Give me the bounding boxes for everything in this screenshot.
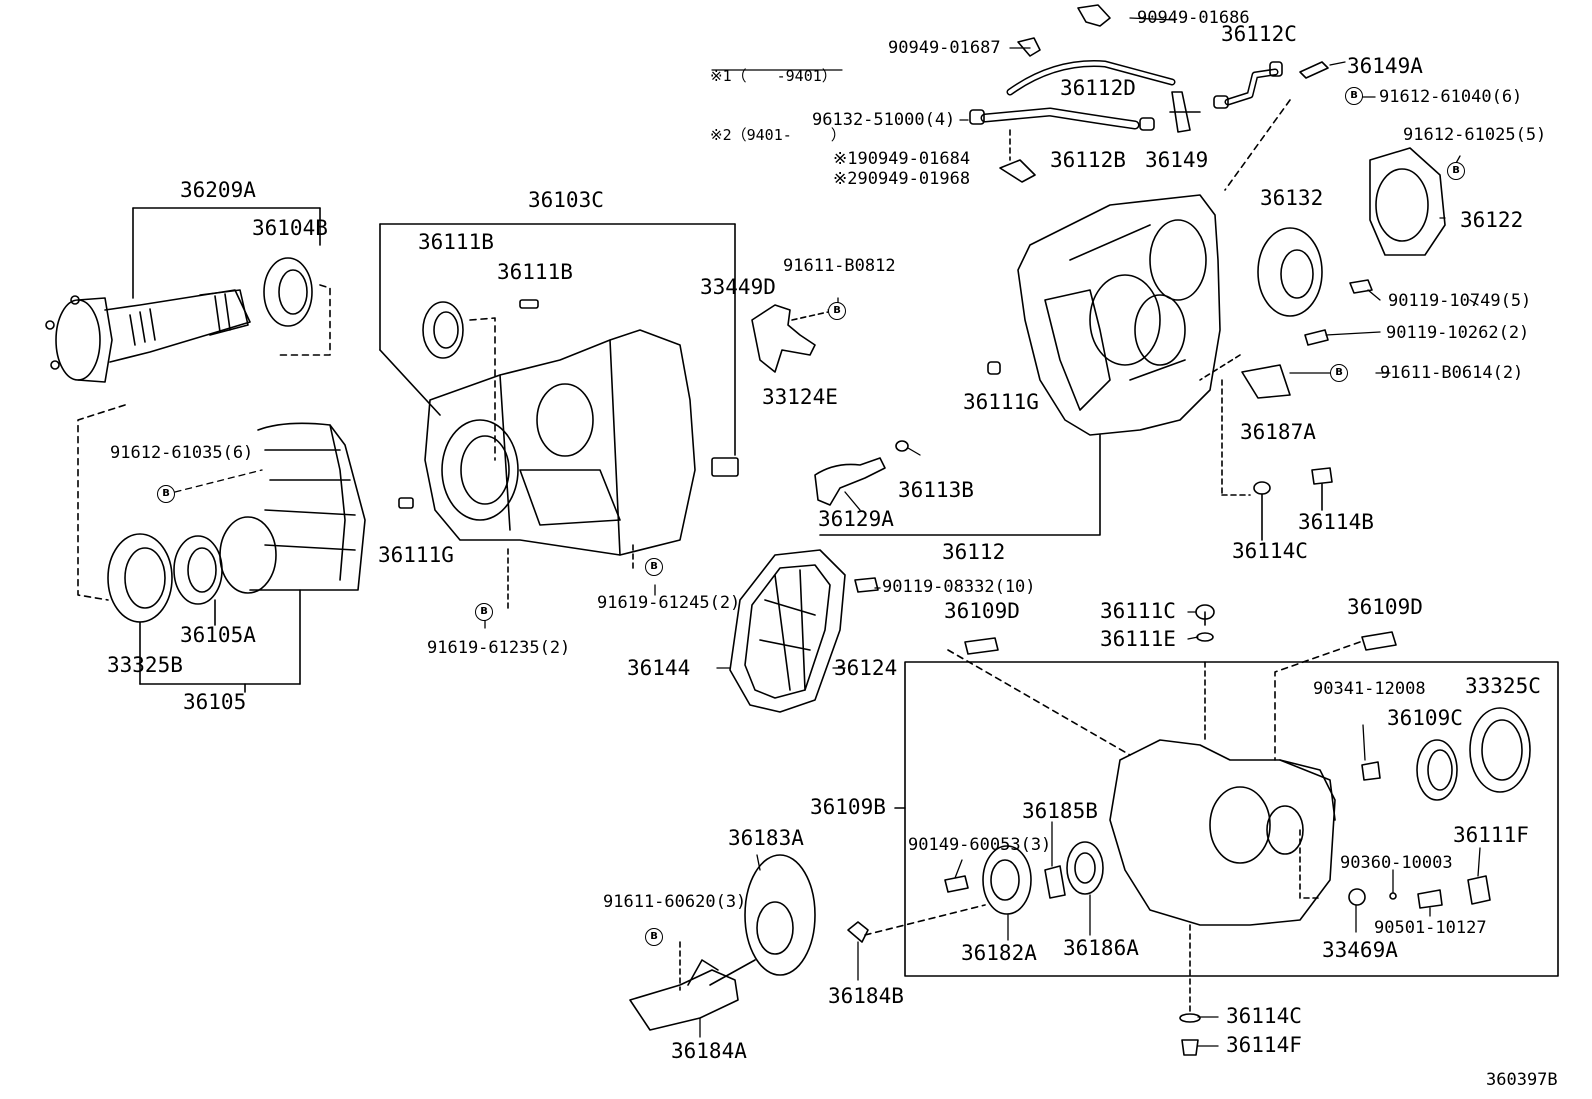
part-label[interactable]: 36184B	[828, 984, 904, 1008]
part-label[interactable]: 36187A	[1240, 420, 1316, 444]
part-label[interactable]: 90119-08332(10)	[882, 577, 1036, 597]
part-label[interactable]: 36111C	[1100, 599, 1176, 623]
part-label[interactable]: 36104B	[252, 216, 328, 240]
part-label[interactable]: 36111B	[418, 230, 494, 254]
part-label[interactable]: 36114B	[1298, 510, 1374, 534]
part-label[interactable]: 36111B	[497, 260, 573, 284]
part-label[interactable]: 36124	[834, 656, 898, 680]
bolt-mark: B	[645, 928, 663, 946]
part-label[interactable]: 36184A	[671, 1039, 747, 1063]
part-label[interactable]: 36109D	[1347, 595, 1423, 619]
extension-housing-group	[77, 404, 366, 693]
part-label[interactable]: 36114C	[1226, 1004, 1302, 1028]
part-label[interactable]: 91619-61245(2)	[597, 593, 741, 613]
bolt-mark: B	[1330, 364, 1348, 382]
bracket-33124E	[751, 304, 829, 373]
part-label[interactable]: 91612-61025(5)	[1403, 125, 1547, 145]
front-case-36103C	[379, 223, 739, 609]
legend-line-2: ※2（9401- ）	[710, 125, 846, 144]
part-label[interactable]: 91612-61040(6)	[1379, 87, 1523, 107]
part-label[interactable]: 36109C	[1387, 706, 1463, 730]
part-label[interactable]: 36103C	[528, 188, 604, 212]
output-shaft-36209A	[45, 207, 321, 383]
part-label[interactable]: 36111G	[378, 543, 454, 567]
part-label[interactable]: 36112C	[1221, 22, 1297, 46]
part-label[interactable]: 36186A	[1063, 936, 1139, 960]
part-label[interactable]: 36182A	[961, 941, 1037, 965]
part-label[interactable]: 91611-B0812	[783, 256, 896, 276]
transfer-case-36112	[814, 194, 1241, 536]
part-label[interactable]: 36209A	[180, 178, 256, 202]
part-label[interactable]: 91611-B0614(2)	[1380, 363, 1524, 383]
part-label[interactable]: 91611-60620(3)	[603, 892, 747, 912]
part-label[interactable]: 91619-61235(2)	[427, 638, 571, 658]
oil-seal-36104B	[263, 257, 331, 356]
part-label[interactable]: 90949-01686	[1137, 8, 1250, 28]
part-label[interactable]: 36132	[1260, 186, 1324, 210]
part-label[interactable]: 36129A	[818, 507, 894, 531]
part-label[interactable]: 33124E	[762, 385, 838, 409]
part-label[interactable]: 36113B	[898, 478, 974, 502]
part-label[interactable]: 90119-10749(5)	[1388, 291, 1532, 311]
part-label[interactable]: 90341-12008	[1313, 679, 1426, 699]
part-label[interactable]: 90149-60053(3)	[908, 835, 1052, 855]
part-label[interactable]: 36183A	[728, 826, 804, 850]
part-label[interactable]: 36185B	[1022, 799, 1098, 823]
oil-strainer-parts	[629, 854, 816, 1031]
part-label[interactable]: 96132-51000(4)	[812, 110, 956, 130]
part-label[interactable]: ※290949-01968	[833, 169, 971, 189]
diagram-code: 360397B	[1486, 1070, 1558, 1090]
part-label[interactable]: 36114C	[1232, 539, 1308, 563]
part-label[interactable]: 33325B	[107, 653, 183, 677]
bolt-mark: B	[828, 302, 846, 320]
leader-lines	[174, 17, 1481, 1047]
part-label[interactable]: 36112	[942, 540, 1006, 564]
extension-housing-36109B	[847, 604, 1559, 1056]
bolt-mark: B	[645, 558, 663, 576]
part-label[interactable]: 36111F	[1453, 823, 1529, 847]
case-cover-36144	[729, 549, 879, 713]
part-label[interactable]: 36112D	[1060, 76, 1136, 100]
part-label[interactable]: 91612-61035(6)	[110, 443, 254, 463]
part-label[interactable]: 90360-10003	[1340, 853, 1453, 873]
part-label[interactable]: 36109B	[810, 795, 886, 819]
bolt-mark: B	[157, 485, 175, 503]
part-label[interactable]: 36149	[1145, 148, 1209, 172]
part-label[interactable]: ※190949-01684	[833, 149, 971, 169]
bolt-mark: B	[1345, 87, 1363, 105]
part-label[interactable]: 36111G	[963, 390, 1039, 414]
part-label[interactable]: 36149A	[1347, 54, 1423, 78]
legend: ※1（ -9401） ※2（9401- ）	[710, 28, 846, 165]
breather-hose-group	[969, 4, 1329, 191]
part-label[interactable]: 90119-10262(2)	[1386, 323, 1530, 343]
part-label[interactable]: 33325C	[1465, 674, 1541, 698]
part-label[interactable]: 90949-01687	[888, 38, 1001, 58]
part-label[interactable]: 36114F	[1226, 1033, 1302, 1057]
part-label[interactable]: 33449D	[700, 275, 776, 299]
part-label[interactable]: 36105A	[180, 623, 256, 647]
part-label[interactable]: 36144	[627, 656, 691, 680]
part-label[interactable]: 33469A	[1322, 938, 1398, 962]
rear-cover-parts	[1221, 147, 1446, 541]
part-label[interactable]: 36122	[1460, 208, 1524, 232]
part-label[interactable]: 36112B	[1050, 148, 1126, 172]
part-label[interactable]: 36109D	[944, 599, 1020, 623]
legend-line-1: ※1（ -9401）	[710, 67, 837, 85]
part-label[interactable]: 90501-10127	[1374, 918, 1487, 938]
part-label[interactable]: 36105	[183, 690, 247, 714]
bolt-mark: B	[475, 603, 493, 621]
part-label[interactable]: 36111E	[1100, 627, 1176, 651]
bolt-mark: B	[1447, 162, 1465, 180]
